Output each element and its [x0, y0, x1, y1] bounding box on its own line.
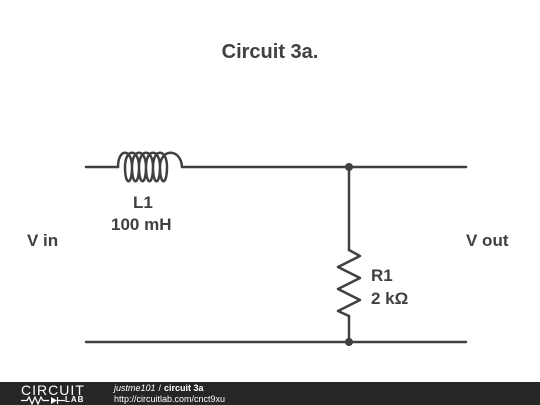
resistor-r1-symbol: [336, 248, 362, 318]
inductor-designator: L1: [133, 193, 153, 212]
resistor-value: 2 kΩ: [371, 289, 409, 308]
footer-user-link[interactable]: justme101: [114, 383, 156, 393]
footer-circuit-name[interactable]: circuit 3a: [164, 383, 204, 393]
logo-text-lab: LAB: [65, 395, 85, 404]
footer-separator: /: [158, 383, 162, 393]
v-out-label: V out: [466, 231, 509, 250]
logo-text-circuit: CIRCUIT: [21, 382, 85, 398]
footer-url-link[interactable]: http://circuitlab.com/cnct9xu: [114, 394, 226, 404]
logo-resistor-icon: [21, 396, 65, 405]
v-in-label: V in: [27, 231, 59, 250]
resistor-designator: R1: [371, 266, 393, 285]
inductor-l1-symbol: [116, 151, 184, 183]
circuit-title: Circuit 3a.: [221, 41, 319, 63]
footer-credit: justme101/circuit 3a: [114, 383, 204, 393]
circuitlab-footer: CIRCUIT LAB justme101/circuit 3a http://…: [0, 382, 540, 405]
junction-dot-top: [345, 163, 353, 171]
inductor-value: 100 mH: [111, 215, 172, 234]
junction-dot-bottom: [345, 338, 353, 346]
circuit-schematic: [84, 151, 468, 346]
circuitlab-logo[interactable]: CIRCUIT LAB: [21, 382, 96, 405]
